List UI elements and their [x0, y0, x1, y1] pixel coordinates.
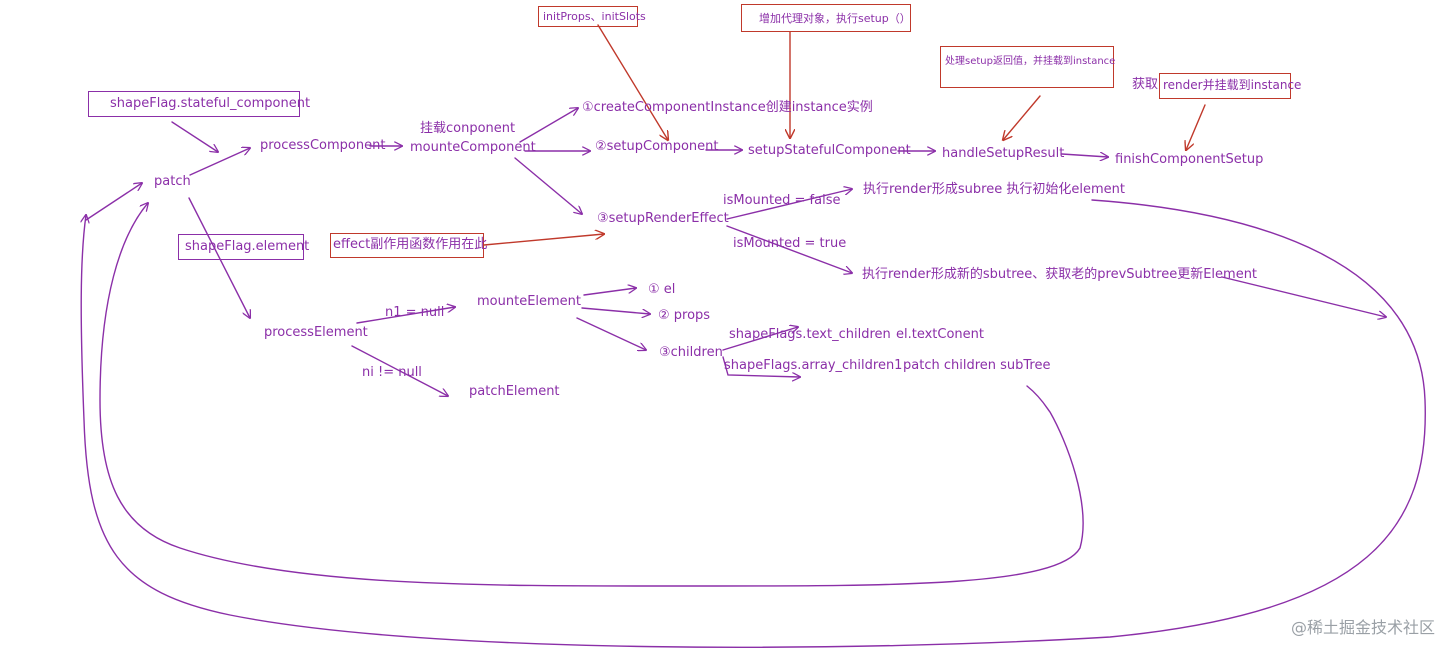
patch-node: patch: [154, 174, 191, 189]
arrow-children-to-array: [722, 356, 800, 377]
props-node: ② props: [658, 308, 711, 323]
red-arrow-effect-note: [483, 234, 604, 246]
children-node: ③children: [659, 345, 723, 360]
arrow-process-element-to-mount: [356, 307, 455, 324]
finish-component-setup-node: finishComponentSetup: [1115, 152, 1264, 167]
process-component-node: processComponent: [260, 138, 386, 153]
red-arrow-init-props: [597, 24, 668, 140]
el-text-content-node: el.textConent: [896, 327, 985, 342]
mounte-element-node: mounteElement: [477, 294, 582, 309]
patch-element-node: patchElement: [469, 384, 560, 399]
handle-setup-result-node: handleSetupResult: [942, 146, 1065, 161]
arrow-stateful-to-process: [171, 121, 218, 152]
el-node: ① el: [648, 282, 676, 297]
is-mounted-false-label: isMounted = false: [723, 193, 841, 208]
array-children-node: shapeFlags.array_children1: [724, 358, 903, 373]
arrow-mount-to-props: [581, 307, 650, 314]
handle-result-note: 处理setup返回值，并挂载到instance: [940, 46, 1115, 88]
loop-inner-to-patch: [99, 203, 1084, 587]
patch-children-node: patch children subTree: [903, 358, 1051, 373]
mounte-component-node: mounteComponent: [410, 140, 536, 155]
arrow-process-element-to-patch: [351, 345, 448, 396]
arrow-mount-to-children: [576, 317, 646, 350]
shape-element-box: shapeFlag.element: [178, 234, 309, 260]
red-arrow-handle-result: [1003, 95, 1041, 140]
loop-outer-connector: [85, 183, 142, 221]
arrow-mounte-to-effect: [514, 157, 582, 214]
arrow-effect-to-render: [726, 189, 852, 220]
arrow-handle-to-finish: [1061, 154, 1108, 157]
render-new-subtree-node: 执行render形成新的sbutree、获取老的prevSubtree更新Ele…: [862, 267, 1258, 282]
red-arrow-get-render: [1186, 104, 1206, 150]
effect-note: effect副作用函数作用在此: [330, 233, 487, 258]
arrow-update-to-loop: [1221, 276, 1386, 317]
create-instance-node: ①createComponentInstance创建instance实例: [582, 100, 873, 115]
stateful-component-box: shapeFlag.stateful_component: [88, 91, 310, 117]
init-props-note: initProps、initSlots: [538, 6, 646, 27]
mount-component-label: 挂载conponent: [420, 121, 516, 136]
text-children-node: shapeFlags.text_children: [729, 327, 891, 342]
get-render-prefix: 获取: [1132, 77, 1159, 92]
arrow-patch-to-element: [188, 197, 250, 318]
process-element-node: processElement: [264, 325, 368, 340]
arrow-effect-to-update: [726, 225, 852, 273]
watermark: @稀土掘金技术社区: [1290, 618, 1435, 637]
arrow-children-to-text: [722, 327, 798, 351]
render-subtree-node: 执行render形成subree 执行初始化element: [863, 182, 1125, 197]
arrow-patch-to-process: [189, 148, 250, 176]
n1-not-null-label: ni != null: [362, 365, 422, 380]
setup-render-effect-node: ③setupRenderEffect: [597, 211, 729, 226]
is-mounted-true-label: isMounted = true: [733, 236, 847, 251]
loop-outer-to-patch: [81, 199, 1426, 648]
get-render-note: render并挂载到instance: [1159, 73, 1301, 99]
arrow-mounte-to-create: [519, 108, 578, 143]
setup-component-node: ②setupComponent: [595, 139, 719, 154]
arrow-mount-to-el: [583, 288, 636, 296]
setup-stateful-node: setupStatefulComponent: [748, 143, 911, 158]
n1-null-label: n1 = null: [385, 305, 445, 320]
proxy-setup-note: 增加代理对象，执行setup（）: [741, 4, 911, 32]
